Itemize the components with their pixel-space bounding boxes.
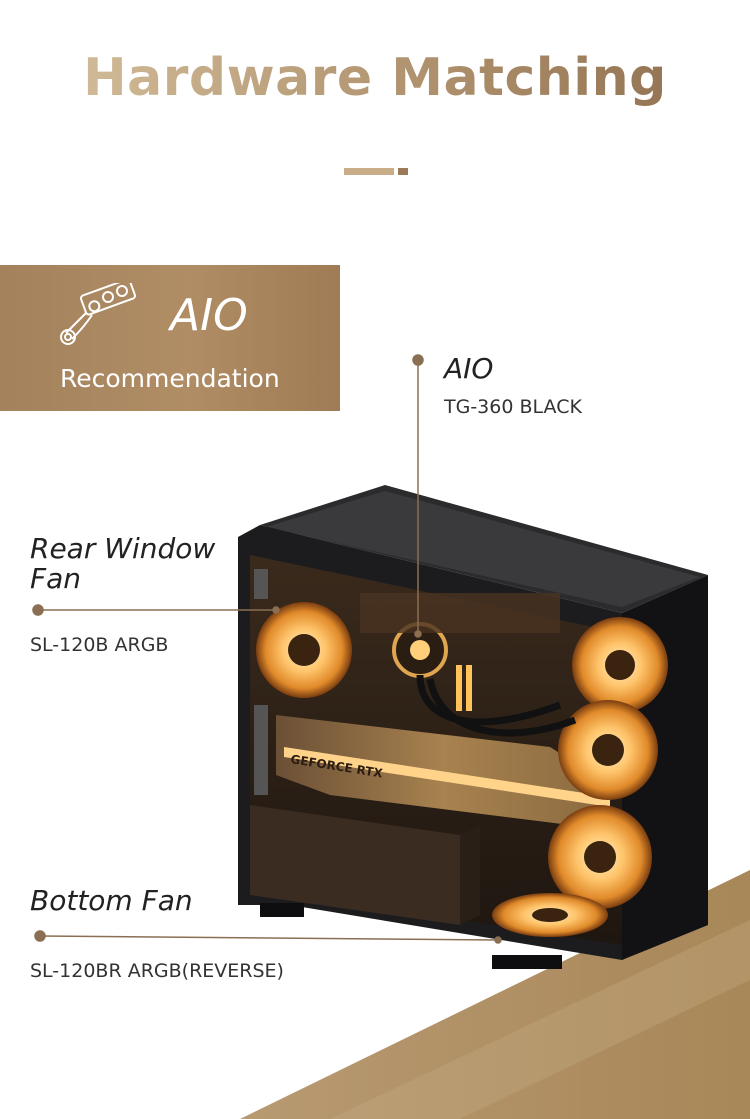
callout-rear-fan-name-line2: Fan	[30, 562, 82, 595]
page-title: Hardware Matching	[0, 48, 750, 108]
callout-rear-fan-model: SL-120B ARGB	[30, 634, 169, 656]
callout-bottom-fan-name: Bottom Fan	[30, 884, 193, 917]
callout-rear-fan-name-line1: Rear Window	[30, 532, 216, 565]
aio-recommendation-banner	[0, 265, 340, 411]
title-divider-short	[398, 168, 408, 175]
aio-cooler-icon	[60, 283, 137, 345]
title-divider-long	[344, 168, 394, 175]
callout-bottom-fan-model: SL-120BR ARGB(REVERSE)	[30, 960, 284, 982]
callout-aio-model: TG-360 BLACK	[444, 396, 582, 418]
banner-subtitle: Recommendation	[60, 364, 280, 393]
banner-title: AIO	[170, 290, 248, 341]
pc-case-illustration: GEFORCE RTX	[238, 485, 708, 969]
callout-aio-name: AIO	[444, 352, 494, 385]
